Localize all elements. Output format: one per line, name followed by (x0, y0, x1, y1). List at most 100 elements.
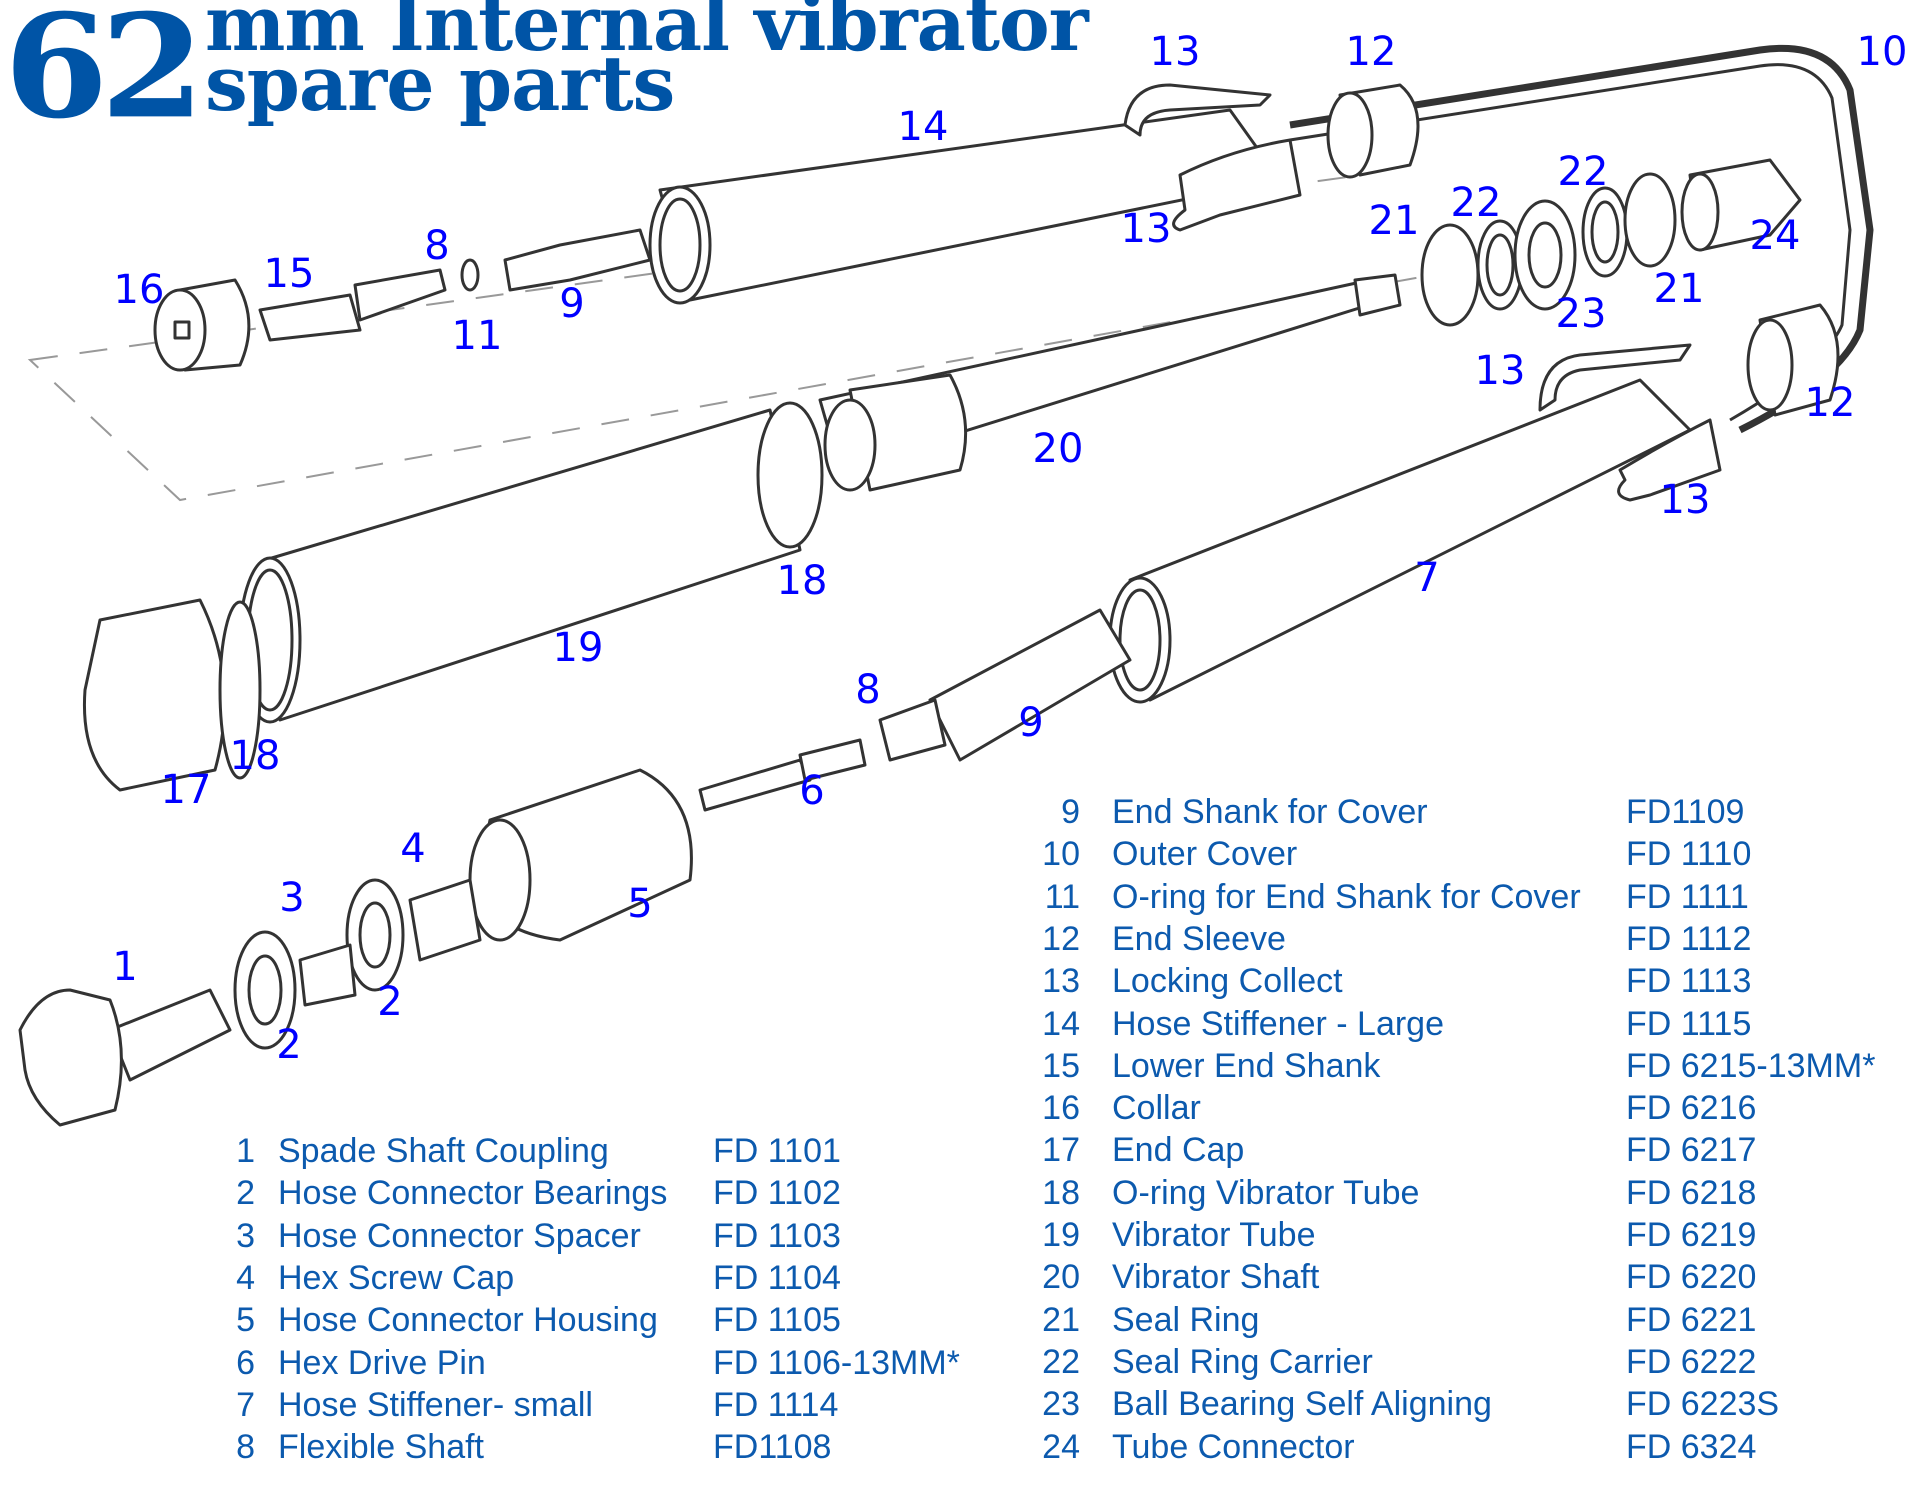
part-code: FD 6217 (1626, 1131, 1757, 1170)
part-name: Hex Drive Pin (278, 1343, 486, 1382)
part-number: 22 (1042, 1342, 1080, 1381)
part-name: Vibrator Tube (1112, 1216, 1316, 1254)
part-number: 23 (1042, 1385, 1080, 1424)
part-number: 17 (1042, 1131, 1080, 1170)
callout-6: 6 (799, 768, 825, 814)
part-code: FD 1106-13MM* (713, 1343, 960, 1382)
callout-2: 2 (276, 1022, 302, 1068)
part-code: FD 6218 (1626, 1173, 1757, 1212)
part-number: 8 (236, 1428, 255, 1467)
callout-21: 21 (1653, 266, 1705, 312)
part-code: FD 6215-13MM* (1626, 1046, 1876, 1085)
end-shank-lower-part (928, 608, 1132, 762)
part-number: 4 (236, 1258, 255, 1297)
part-name: Seal Ring Carrier (1112, 1342, 1373, 1381)
part-name: Locking Collect (1112, 962, 1343, 1001)
part-code: FD 1104 (713, 1258, 841, 1297)
part-name: Spade Shaft Coupling (278, 1132, 609, 1170)
o-ring-vibrator-tube-top-part (756, 401, 824, 549)
part-code: FD 1114 (713, 1385, 839, 1424)
part-number: 19 (1042, 1216, 1080, 1254)
part-number: 12 (1042, 919, 1080, 958)
callout-16: 16 (113, 267, 165, 313)
part-code: FD 1105 (713, 1301, 841, 1340)
part-number: 6 (236, 1343, 255, 1382)
part-code: FD 6220 (1626, 1258, 1757, 1297)
callout-18: 18 (776, 558, 828, 604)
part-name: Hose Connector Housing (278, 1301, 658, 1340)
part-number: 7 (236, 1385, 255, 1424)
part-number: 10 (1042, 835, 1080, 874)
o-ring-vibrator-tube-bottom-part (218, 600, 262, 780)
part-code: FD1109 (1626, 793, 1745, 831)
part-name: End Cap (1112, 1131, 1245, 1170)
callout-3: 3 (279, 875, 305, 921)
part-name: Hose Connector Bearings (278, 1174, 668, 1213)
part-number: 2 (236, 1174, 255, 1213)
callout-9: 9 (1018, 700, 1044, 746)
callout-12: 12 (1804, 380, 1856, 426)
callout-23: 23 (1555, 291, 1607, 337)
part-number: 11 (1044, 877, 1080, 916)
part-name: Tube Connector (1112, 1427, 1355, 1466)
part-code: FD 6324 (1626, 1427, 1757, 1466)
callout-17: 17 (160, 767, 212, 813)
part-name: Collar (1112, 1089, 1201, 1128)
part-number: 5 (236, 1301, 255, 1340)
part-number: 21 (1042, 1300, 1080, 1339)
part-name: Flexible Shaft (278, 1428, 484, 1467)
callout-8: 8 (424, 223, 450, 269)
part-code: FD1108 (713, 1428, 832, 1467)
part-code: FD 1112 (1626, 919, 1752, 958)
part-name: Hose Stiffener - Large (1112, 1004, 1444, 1043)
title-line-1: mm Internal vibrator (205, 0, 1089, 68)
part-name: O-ring Vibrator Tube (1112, 1173, 1420, 1212)
part-code: FD 1115 (1626, 1004, 1752, 1043)
callout-20: 20 (1032, 426, 1084, 472)
part-code: FD 1103 (713, 1216, 841, 1255)
part-name: O-ring for End Shank for Cover (1112, 877, 1581, 916)
part-name: Hose Stiffener- small (278, 1385, 593, 1424)
part-code: FD 6223S (1626, 1385, 1780, 1424)
vibrator-tube-part (263, 408, 802, 722)
callout-5: 5 (627, 881, 653, 927)
part-number: 24 (1042, 1427, 1080, 1466)
part-code: FD 6221 (1626, 1300, 1757, 1339)
callout-12: 12 (1345, 29, 1397, 75)
callout-1: 1 (112, 944, 138, 990)
callout-9: 9 (559, 281, 585, 327)
part-number: 13 (1042, 962, 1080, 1001)
part-name: Lower End Shank (1112, 1046, 1381, 1085)
part-number: 14 (1042, 1004, 1080, 1043)
part-code: FD 6219 (1626, 1216, 1757, 1254)
lower-end-shank-part (258, 293, 362, 342)
callout-18: 18 (229, 733, 281, 779)
spade-shaft-coupling-part (108, 988, 232, 1082)
callout-22: 22 (1557, 149, 1609, 195)
part-number: 1 (236, 1132, 255, 1170)
callout-22: 22 (1450, 180, 1502, 226)
part-code: FD 1101 (713, 1132, 841, 1170)
part-name: Vibrator Shaft (1112, 1258, 1320, 1297)
part-code: FD 6222 (1626, 1342, 1757, 1381)
part-code: FD 1110 (1626, 835, 1752, 874)
end-shank-for-cover-part (503, 228, 652, 292)
part-name: Seal Ring (1112, 1300, 1260, 1339)
part-code: FD 1111 (1626, 877, 1749, 916)
callout-10: 10 (1856, 29, 1908, 75)
part-number: 3 (236, 1216, 255, 1255)
title-number: 62 (4, 0, 205, 151)
callout-8: 8 (855, 667, 881, 713)
callout-2: 2 (377, 979, 403, 1025)
seal-ring-part (1420, 223, 1480, 327)
hose-connector-spacer-part (298, 943, 357, 1007)
callout-13: 13 (1120, 206, 1172, 252)
callout-13: 13 (1474, 348, 1526, 394)
callout-4: 4 (400, 826, 426, 872)
part-name: Ball Bearing Self Aligning (1112, 1385, 1492, 1424)
hose-stiffener-small-part (1128, 378, 1692, 702)
part-code: FD 1102 (713, 1174, 841, 1213)
locking-collect-top-part (1123, 83, 1272, 137)
seal-ring-part (1623, 172, 1677, 268)
part-number: 16 (1042, 1089, 1080, 1128)
